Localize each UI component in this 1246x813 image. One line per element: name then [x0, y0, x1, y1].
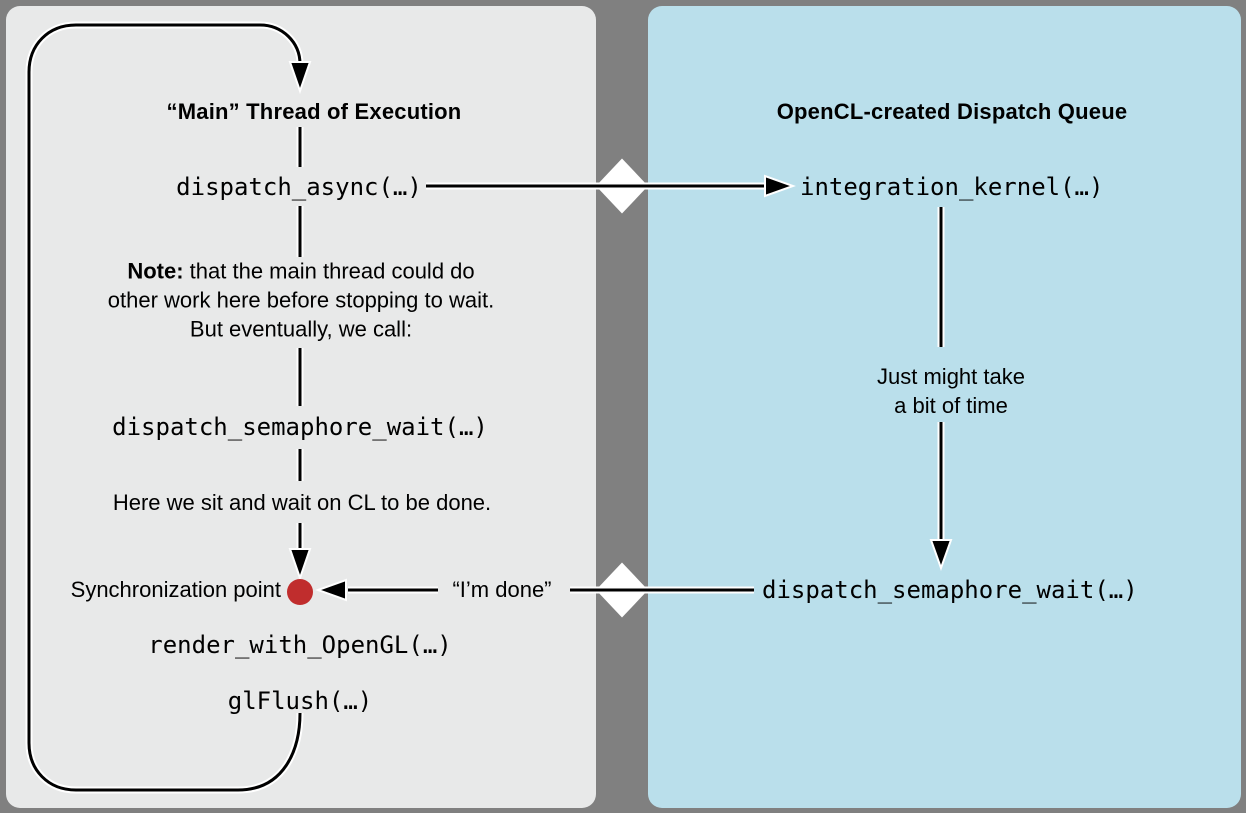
dispatch-queue-title: OpenCL-created Dispatch Queue — [776, 99, 1128, 124]
render-with-opengl-call: render_with_OpenGL(…) — [148, 631, 452, 659]
glflush-call: glFlush(…) — [227, 687, 373, 715]
note-caption: Note: that the main thread could do othe… — [108, 257, 494, 344]
synchronization-point-dot — [287, 579, 313, 605]
semaphore-arrowhead-down — [929, 539, 953, 571]
sync-arrowhead-down — [288, 548, 312, 582]
note-line-1: Note: that the main thread could do — [108, 257, 494, 286]
dispatch-semaphore-wait-call-main: dispatch_semaphore_wait(…) — [112, 413, 488, 441]
dispatch-semaphore-wait-call-queue: dispatch_semaphore_wait(…) — [762, 576, 1138, 604]
im-done-label: “I’m done” — [452, 577, 552, 602]
wait-caption: Here we sit and wait on CL to be done. — [112, 490, 492, 515]
synchronization-point-label: Synchronization point — [70, 577, 281, 602]
note-bold-prefix: Note: — [127, 258, 184, 284]
duration-caption: Just might take a bit of time — [877, 362, 1025, 420]
dispatch-async-call: dispatch_async(…) — [176, 173, 422, 201]
duration-caption-line-2: a bit of time — [894, 393, 1008, 418]
integration-kernel-call: integration_kernel(…) — [800, 173, 1104, 201]
duration-caption-line-1: Just might take — [877, 364, 1025, 389]
note-line-1-rest: that the main thread could do — [183, 258, 475, 284]
note-line-3: But eventually, we call: — [189, 316, 413, 342]
loop-arrowhead-down — [288, 61, 312, 95]
loop-arrow-line — [27, 23, 302, 792]
kernel-arrowhead-right — [764, 174, 796, 198]
note-line-2: other work here before stopping to wait. — [107, 287, 495, 313]
dispatch-queue-panel — [648, 6, 1241, 808]
main-thread-title: “Main” Thread of Execution — [166, 99, 462, 124]
done-arrowhead-left — [315, 578, 347, 602]
loop-arrow-casing — [25, 21, 304, 794]
